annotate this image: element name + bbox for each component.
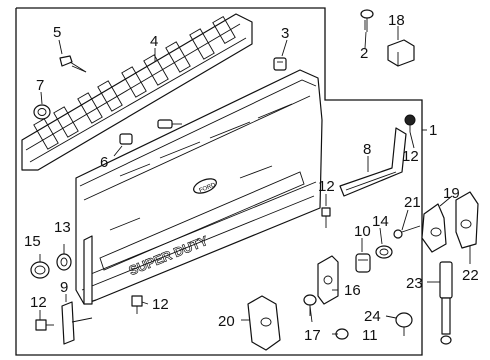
- leader-lines: [39, 26, 471, 335]
- bolt-part-17: [303, 294, 317, 316]
- callout-12-middle: 12: [318, 178, 335, 195]
- latch-part-20: [247, 295, 281, 351]
- callout-6: 6: [100, 154, 108, 171]
- strut-part-23: [439, 261, 453, 345]
- bolt-part-5: [59, 55, 87, 73]
- panel-screw: [157, 119, 182, 129]
- bracket-part-9: [61, 301, 93, 345]
- callout-11: 11: [362, 327, 378, 344]
- callouts: 1 2 3 4 5 6 7 8 9 10 11 12 12 12 12 13 1…: [24, 12, 479, 344]
- hinge-part-19: [421, 203, 447, 253]
- callout-15: 15: [24, 233, 41, 250]
- plate-part-22: [455, 191, 479, 249]
- callout-16: 16: [344, 282, 361, 299]
- bolt-part-12-middle: [321, 207, 331, 228]
- grommet-part-7: [33, 104, 51, 120]
- clip-part-3: [273, 57, 287, 71]
- callout-8: 8: [363, 141, 371, 158]
- tailgate-shell: FORD SUPER DUTY: [75, 69, 323, 305]
- callout-9: 9: [60, 279, 68, 296]
- roller-part-14: [375, 245, 393, 259]
- callout-23: 23: [406, 275, 423, 292]
- ball-stud-part-24: [395, 312, 413, 336]
- pin-part-21: [393, 225, 421, 239]
- block-part-10: [355, 253, 371, 273]
- screw-part-2: [360, 9, 374, 32]
- inner-panel-part-4: [21, 13, 253, 171]
- grommet-part-15: [30, 261, 50, 279]
- bolt-part-12-lower-left: [35, 319, 54, 331]
- callout-14: 14: [372, 213, 389, 230]
- assembly-frame: [15, 7, 423, 356]
- callout-20: 20: [218, 313, 235, 330]
- callout-4: 4: [150, 33, 158, 50]
- bracket-part-8: [339, 127, 407, 197]
- callout-17: 17: [304, 327, 321, 344]
- callout-3: 3: [281, 25, 289, 42]
- callout-24: 24: [364, 308, 381, 325]
- callout-12-lower-center: 12: [152, 296, 169, 313]
- callout-7: 7: [36, 77, 44, 94]
- callout-12-lower-left: 12: [30, 294, 47, 311]
- callout-19: 19: [443, 185, 460, 202]
- bolt-part-12-upper: [404, 114, 416, 132]
- callout-22: 22: [462, 267, 479, 284]
- callout-5: 5: [53, 24, 61, 41]
- bracket-part-16: [317, 255, 339, 305]
- bolt-part-12-lower-center: [131, 295, 143, 314]
- bracket-part-18: [387, 39, 415, 67]
- clip-part-6: [119, 133, 133, 145]
- callout-10: 10: [354, 223, 371, 240]
- callout-13: 13: [54, 219, 71, 236]
- callout-12-upper: 12: [402, 148, 419, 165]
- callout-1: 1: [429, 122, 437, 139]
- callout-21: 21: [404, 194, 421, 211]
- callout-2: 2: [360, 45, 368, 62]
- ring-part-13: [56, 253, 72, 271]
- callout-18: 18: [388, 12, 405, 29]
